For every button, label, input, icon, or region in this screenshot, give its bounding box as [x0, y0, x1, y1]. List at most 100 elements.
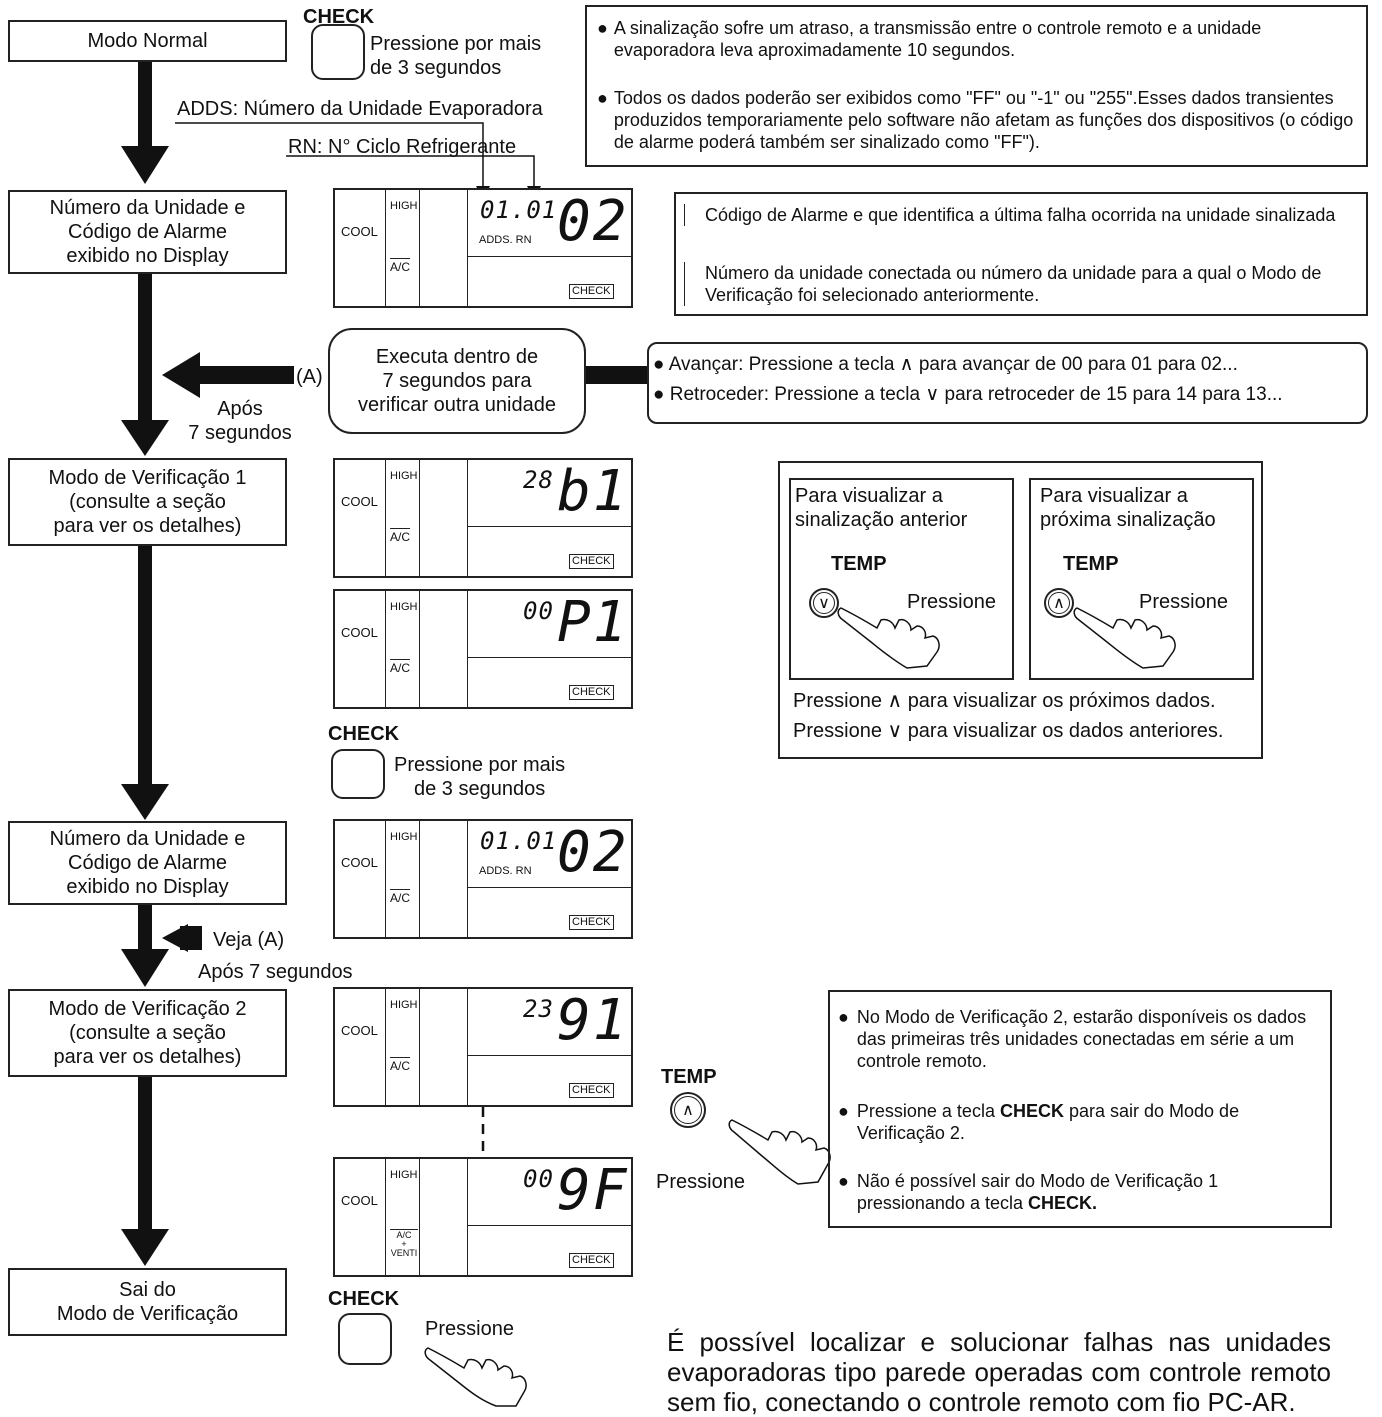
temp-up-button-icon[interactable]: ∧: [670, 1092, 706, 1128]
lcd-ac: A/C: [390, 659, 411, 675]
note-verif2-item-2-text: Pressione a tecla CHECK para sair do Mod…: [856, 1101, 1240, 1143]
lcd-small-digits: 28: [523, 466, 554, 494]
note-top-item-2: ●Todos os dados poderão ser exibidos com…: [597, 87, 1357, 153]
modo-normal-box: Modo Normal: [8, 20, 287, 62]
temp-instructions-box: Para visualizar a sinalização anterior T…: [778, 461, 1263, 759]
lcd-high: HIGH: [390, 1169, 418, 1181]
lcd-big-digits: 9F: [557, 1158, 629, 1223]
note-verif2-item-3-text: Não é possível sair do Modo de Verificaç…: [856, 1171, 1219, 1213]
temp-up-pressione: Pressione: [1139, 591, 1228, 613]
check-button-bottom[interactable]: [338, 1313, 392, 1365]
lcd-high: HIGH: [390, 999, 418, 1011]
lcd-cool: COOL: [341, 494, 378, 509]
lcd-small-digits: 00: [523, 597, 554, 625]
avancar-line: ● Avançar: Pressione a tecla ∧ para avan…: [653, 354, 1238, 375]
bullet-icon: ●: [838, 1007, 849, 1027]
lcd-cool: COOL: [341, 224, 378, 239]
lcd-cool: COOL: [341, 625, 378, 640]
temp-next-text: Pressione ∧ para visualizar os próximos …: [793, 690, 1216, 712]
bullet-icon: ●: [597, 18, 608, 38]
check-bottom-text: Pressione: [425, 1318, 514, 1340]
temp-up-label: TEMP: [1063, 553, 1119, 575]
executa-box: Executa dentro de 7 segundos para verifi…: [328, 328, 586, 434]
lcd-high: HIGH: [390, 470, 418, 482]
lcd-high: HIGH: [390, 200, 418, 212]
check-button-mid[interactable]: [331, 749, 385, 799]
lcd-small-digits: 01.01: [480, 827, 558, 855]
retroceder-line-text: Retroceder: Pressione a tecla ∨ para ret…: [669, 384, 1283, 405]
avancar-line-text: Avançar: Pressione a tecla ∧ para avança…: [668, 354, 1238, 375]
lcd-check: CHECK: [569, 284, 614, 299]
lcd-adds-rn: ADDS. RN: [479, 234, 532, 246]
label-a: (A): [296, 366, 323, 388]
retroceder-line: ● Retroceder: Pressione a tecla ∨ para r…: [653, 384, 1283, 405]
temp-up-title: Para visualizar a próxima sinalização: [1040, 485, 1216, 531]
note-verif2-item-3: ● Não é possível sair do Modo de Verifica…: [838, 1170, 1322, 1214]
lcd-display-5: COOL HIGH A/C 23 91 CHECK: [333, 987, 633, 1107]
adds-label: ADDS: Número da Unidade Evaporadora: [177, 98, 543, 120]
lcd-big-digits: 91: [557, 988, 629, 1053]
display-box-1: Número da Unidade e Código de Alarme exi…: [8, 190, 287, 274]
lcd-display-3: COOL HIGH A/C 00 P1 CHECK: [333, 589, 633, 709]
lcd-check: CHECK: [569, 554, 614, 569]
note-top-item-1-text: A sinalização sofre um atraso, a transmi…: [613, 18, 1262, 60]
lcd-big-digits: P1: [557, 590, 629, 655]
verif2-box: Modo de Verificação 2 (consulte a seção …: [8, 989, 287, 1077]
note-codes-box: Código de Alarme e que identifica a últi…: [674, 192, 1368, 316]
temp-prev-text: Pressione ∨ para visualizar os dados ant…: [793, 720, 1224, 742]
bullet-icon: ●: [597, 88, 608, 108]
note-verif2-item-2: ● Pressione a tecla CHECK para sair do Mo…: [838, 1100, 1322, 1144]
lcd-small-digits: 01.01: [480, 196, 558, 224]
apos-7-segundos-2: Após 7 segundos: [198, 961, 353, 983]
lcd-check: CHECK: [569, 685, 614, 700]
note-top-item-1: ●A sinalização sofre um atraso, a transm…: [597, 17, 1357, 61]
check-top-title: CHECK: [303, 6, 375, 28]
lcd-cool: COOL: [341, 1023, 378, 1038]
lcd-high: HIGH: [390, 601, 418, 613]
temp-up-button-icon[interactable]: ∧: [1044, 588, 1074, 618]
note-verif2-box: ● No Modo de Verificação 2, estarão dispo…: [828, 990, 1332, 1228]
temp-down-button-icon[interactable]: ∨: [809, 588, 839, 618]
lcd-cool: COOL: [341, 855, 378, 870]
display-box-2: Número da Unidade e Código de Alarme exi…: [8, 821, 287, 905]
lcd-check: CHECK: [569, 1083, 614, 1098]
temp-up-panel: Para visualizar a próxima sinalização TE…: [1029, 478, 1254, 680]
lcd-small-digits: 00: [523, 1165, 554, 1193]
lcd-ac-venti: A/C + VENTI: [390, 1229, 418, 1258]
temp-bottom-label: TEMP: [661, 1066, 717, 1088]
lcd-big-digits: b1: [557, 459, 629, 524]
hand-icon: [424, 1347, 527, 1407]
bullet-icon: ●: [838, 1101, 849, 1121]
verif1-box: Modo de Verificação 1 (consulte a seção …: [8, 458, 287, 546]
bottom-paragraph: É possível localizar e solucionar falhas…: [667, 1327, 1331, 1417]
sai-box: Sai do Modo de Verificação: [8, 1268, 287, 1336]
hand-icon: [1073, 607, 1176, 669]
lcd-big-digits: 02: [557, 820, 629, 885]
note-verif2-item-1: ● No Modo de Verificação 2, estarão dispo…: [838, 1006, 1322, 1072]
lcd-cool: COOL: [341, 1193, 378, 1208]
lcd-display-4: COOL HIGH A/C 01.01 ADDS. RN 02 CHECK: [333, 819, 633, 939]
lcd-high: HIGH: [390, 831, 418, 843]
lcd-ac: A/C: [390, 1057, 411, 1073]
bullet-icon: ●: [838, 1171, 849, 1191]
check-bottom-title: CHECK: [328, 1288, 400, 1310]
temp-down-title: Para visualizar a sinalização anterior: [795, 485, 968, 531]
hand-icon: [728, 1119, 831, 1185]
lcd-adds-rn: ADDS. RN: [479, 865, 532, 877]
temp-down-pressione: Pressione: [907, 591, 996, 613]
temp-down-panel: Para visualizar a sinalização anterior T…: [789, 478, 1014, 680]
note-verif2-item-1-text: No Modo de Verificação 2, estarão dispon…: [856, 1007, 1307, 1071]
check-top-text: Pressione por mais de 3 segundos: [370, 33, 542, 79]
lcd-big-digits: 02: [557, 189, 629, 254]
hand-icon: [837, 607, 940, 669]
temp-bottom-pressione: Pressione: [656, 1171, 745, 1193]
note-codes-alarm: Código de Alarme e que identifica a últi…: [684, 204, 1359, 226]
lcd-ac: A/C: [390, 528, 411, 544]
check-button-top[interactable]: [311, 24, 365, 80]
note-top-box: ●A sinalização sofre um atraso, a transm…: [585, 5, 1368, 167]
lcd-display-1: COOL HIGH A/C 01.01 ADDS. RN 02 CHECK: [333, 188, 633, 308]
note-codes-unit: Número da unidade conectada ou número da…: [684, 262, 1359, 306]
lcd-check: CHECK: [569, 915, 614, 930]
temp-down-label: TEMP: [831, 553, 887, 575]
